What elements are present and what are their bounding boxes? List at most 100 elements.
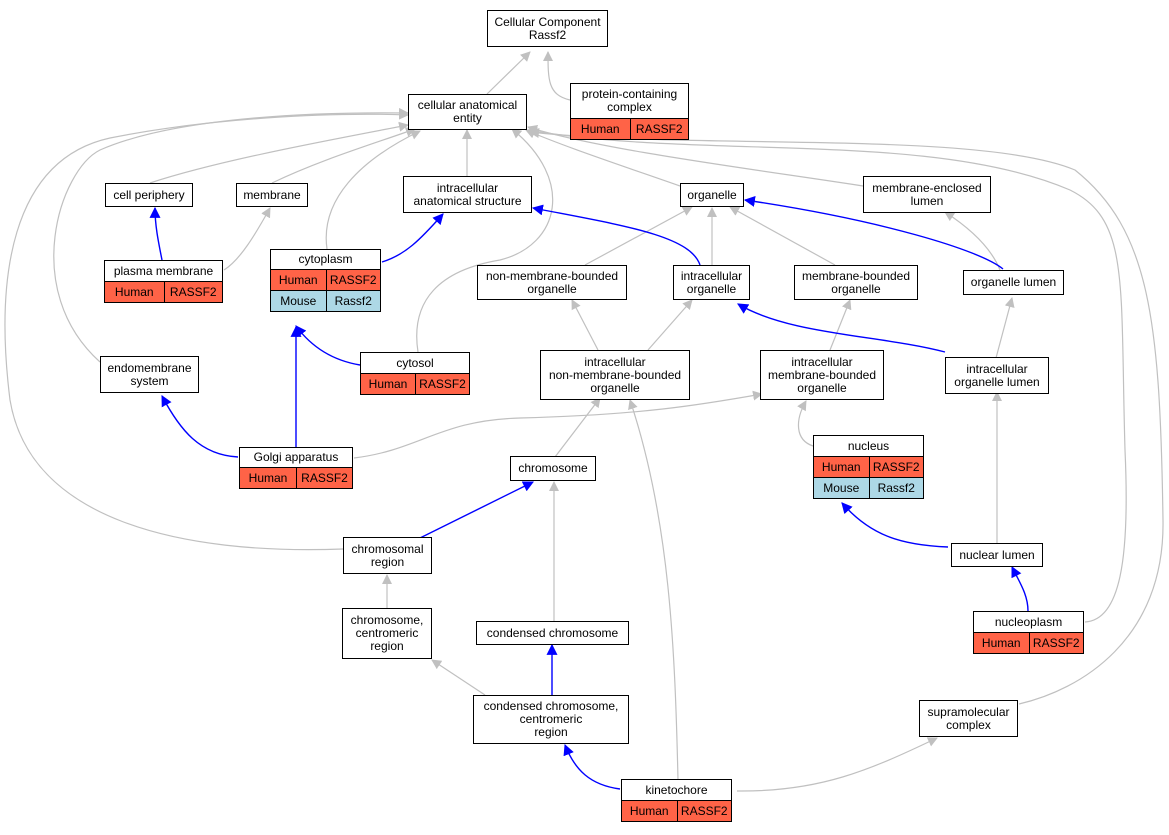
node-non-membrane-bounded-organelle[interactable]: non-membrane-bounded organelle: [477, 265, 627, 300]
edge-cytosol-cae: [416, 128, 554, 353]
species-cell: Human: [571, 119, 630, 139]
gene-cell: RASSF2: [868, 457, 923, 477]
node-label: membrane-bounded organelle: [794, 265, 918, 300]
edge-cyto-ias: [381, 213, 444, 263]
edge-pcc-root: [543, 51, 571, 101]
annotation-row: Mouse Rassf2: [813, 478, 924, 499]
node-nuclear-lumen[interactable]: nuclear lumen: [951, 543, 1043, 567]
node-label: membrane: [236, 183, 308, 207]
node-label: non-membrane-bounded organelle: [477, 265, 627, 300]
node-membrane-enclosed-lumen[interactable]: membrane-enclosed lumen: [863, 176, 991, 213]
node-label: intracellular non-membrane-bounded organ…: [540, 350, 690, 400]
edge-kin-cccr: [563, 743, 621, 790]
annotation-row: Human RASSF2: [621, 801, 732, 822]
node-label: supramolecular complex: [919, 700, 1018, 737]
node-intracellular-anatomical-structure[interactable]: intracellular anatomical structure: [403, 176, 532, 213]
node-organelle[interactable]: organelle: [680, 183, 744, 207]
edge-chromreg-chrom: [419, 481, 534, 539]
annotation-row: Human RASSF2: [813, 457, 924, 478]
node-membrane-bounded-organelle[interactable]: membrane-bounded organelle: [794, 265, 918, 300]
node-nucleoplasm[interactable]: nucleoplasm Human RASSF2: [973, 611, 1084, 654]
edge-cae-root: [486, 51, 531, 95]
edge-iol-io: [737, 303, 946, 353]
edge-nl-nucleus: [841, 502, 949, 548]
node-label: intracellular membrane-bounded organelle: [760, 350, 884, 400]
node-organelle-lumen[interactable]: organelle lumen: [963, 270, 1064, 295]
node-chromosome-centromeric-region[interactable]: chromosome, centromeric region: [342, 608, 432, 659]
node-label: cell periphery: [105, 183, 193, 207]
node-condensed-chromosome-centromeric-region[interactable]: condensed chromosome, centromeric region: [473, 695, 629, 744]
edge-inmbo-io: [647, 299, 693, 351]
edge-cytosol-cyto: [295, 325, 361, 366]
gene-cell: RASSF2: [415, 374, 469, 394]
node-cellular-component-rassf2[interactable]: Cellular Component Rassf2: [487, 10, 608, 47]
node-label: intracellular anatomical structure: [403, 176, 532, 213]
node-label: chromosome: [510, 456, 596, 481]
node-label: intracellular organelle: [673, 265, 750, 300]
node-label: endomembrane system: [100, 356, 199, 393]
node-plasma-membrane[interactable]: plasma membrane Human RASSF2: [104, 260, 223, 303]
node-cell-periphery[interactable]: cell periphery: [105, 183, 193, 207]
node-label: intracellular organelle lumen: [945, 357, 1049, 394]
edge-nucleus-imbo: [797, 400, 814, 447]
node-label: plasma membrane: [104, 260, 223, 282]
annotation-row: Human RASSF2: [360, 374, 470, 395]
species-cell: Human: [105, 282, 164, 302]
annotation-row: Human RASSF2: [570, 119, 689, 140]
node-label: nucleoplasm: [973, 611, 1084, 633]
species-cell: Human: [271, 270, 326, 290]
gene-cell: Rassf2: [868, 478, 923, 498]
node-label: nuclear lumen: [951, 543, 1043, 567]
node-label: condensed chromosome, centromeric region: [473, 695, 629, 744]
species-cell: Human: [240, 468, 296, 488]
node-intracellular-non-membrane-bounded-organelle[interactable]: intracellular non-membrane-bounded organ…: [540, 350, 690, 400]
node-intracellular-organelle-lumen[interactable]: intracellular organelle lumen: [945, 357, 1049, 394]
species-cell: Human: [814, 457, 869, 477]
species-cell: Human: [622, 801, 677, 821]
gene-cell: Rassf2: [325, 291, 380, 311]
edge-endo-cae: [53, 107, 409, 363]
species-cell: Human: [361, 374, 415, 394]
node-label: Golgi apparatus: [239, 447, 353, 468]
node-cellular-anatomical-entity[interactable]: cellular anatomical entity: [408, 94, 527, 130]
node-protein-containing-complex[interactable]: protein-containing complex Human RASSF2: [570, 83, 689, 140]
node-intracellular-organelle[interactable]: intracellular organelle: [673, 265, 750, 300]
node-label: nucleus: [813, 435, 924, 457]
edge-chrom-inmbo: [554, 397, 601, 458]
annotation-row: Mouse Rassf2: [270, 291, 381, 312]
edge-imbo-mbo: [829, 299, 852, 351]
node-cytoplasm[interactable]: cytoplasm Human RASSF2 Mouse Rassf2: [270, 249, 381, 312]
gene-cell: RASSF2: [629, 119, 688, 139]
node-chromosomal-region[interactable]: chromosomal region: [343, 537, 432, 574]
edge-kin-smc: [736, 737, 938, 792]
edge-pm-membrane: [223, 207, 271, 271]
edge-smc-cae: [529, 128, 1164, 705]
node-label: cytosol: [360, 352, 470, 374]
node-label: chromosome, centromeric region: [342, 608, 432, 659]
edge-cyto-cae: [325, 130, 421, 250]
species-cell: Mouse: [814, 478, 869, 498]
node-label: condensed chromosome: [476, 621, 629, 645]
node-golgi-apparatus[interactable]: Golgi apparatus Human RASSF2: [239, 447, 353, 489]
node-condensed-chromosome[interactable]: condensed chromosome: [476, 621, 629, 645]
node-membrane[interactable]: membrane: [236, 183, 308, 207]
node-kinetochore[interactable]: kinetochore Human RASSF2: [621, 779, 732, 822]
node-supramolecular-complex[interactable]: supramolecular complex: [919, 700, 1018, 737]
node-label: membrane-enclosed lumen: [863, 176, 991, 213]
edge-nmbo-organelle: [584, 206, 693, 266]
edge-io-ias: [531, 204, 701, 266]
node-intracellular-membrane-bounded-organelle[interactable]: intracellular membrane-bounded organelle: [760, 350, 884, 400]
node-cytosol[interactable]: cytosol Human RASSF2: [360, 352, 470, 395]
edge-cellper-cae: [149, 121, 409, 184]
node-label: kinetochore: [621, 779, 732, 801]
node-label: organelle: [680, 183, 744, 207]
node-chromosome[interactable]: chromosome: [510, 456, 596, 481]
edge-membrane-cae: [271, 127, 416, 184]
annotation-row: Human RASSF2: [270, 270, 381, 291]
node-nucleus[interactable]: nucleus Human RASSF2 Mouse Rassf2: [813, 435, 924, 499]
annotation-row: Human RASSF2: [104, 282, 223, 303]
node-endomembrane-system[interactable]: endomembrane system: [100, 356, 199, 393]
species-cell: Human: [974, 633, 1029, 653]
